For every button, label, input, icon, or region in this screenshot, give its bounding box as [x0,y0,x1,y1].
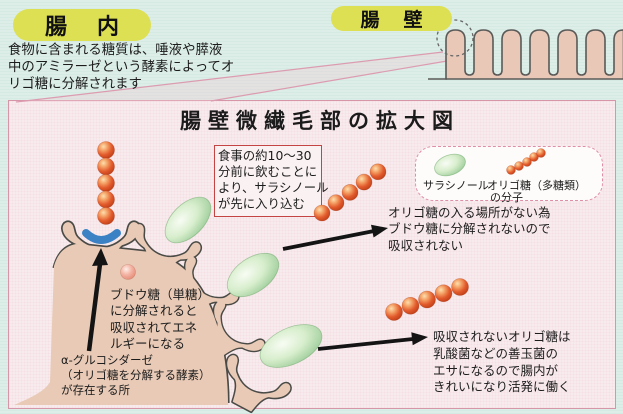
intestinal-wall-illustration [428,19,623,80]
bacteria-line: きれいになり活発に働く [433,379,571,395]
timing-note-line: より、サラシノール [218,179,329,195]
timing-note-text: 食事の約10〜30 分前に飲むことに より、サラシノール が先に入り込む [218,148,329,212]
bacteria-line: エサになるので腸内が [433,362,559,378]
villi-comb [445,29,623,80]
glucose-note: ブドウ糖（単糖） に分解されると 吸収されてエネ ルギーになる [110,287,210,352]
legend-oligo-label: オリゴ糖（多糖類） [487,179,586,192]
legend-oligo-label-2: の分子 [490,191,523,204]
bacteria-line: 乳酸菌などの善玉菌の [433,345,559,361]
enzyme-line: が存在する所 [61,383,130,398]
timing-note-box [214,145,322,217]
timing-note-line: 分前に飲むことに [218,163,318,179]
diagram-title: 腸壁微繊毛部の拡大図 [180,109,460,133]
intro-line: リゴ糖に分解されます [8,77,142,92]
glucose-line: ブドウ糖（単糖） [110,287,211,302]
enzyme-line: α-グルコシダーゼ [61,353,153,367]
timing-note-line: が先に入り込む [218,195,305,211]
no-entry-line: ブドウ糖に分解されないので [388,221,551,237]
no-entry-line: 吸収されない [388,237,464,253]
bacteria-line: 吸収されないオリゴ糖は [433,329,571,344]
legend-salacinol-label: サラシノール [423,179,489,192]
intestine-wall-heading: 腸壁 [331,6,452,31]
intestine-inside-heading: 腸内 [13,9,151,41]
glucose-line: に分解されると [110,303,198,319]
timing-note-line: 食事の約10〜30 [218,148,312,163]
intro-line: 食物に含まれる糖質は、唾液や膵液 [8,43,223,58]
glucose-line: ルギーになる [110,335,186,351]
good-bacteria-note: 吸収されないオリゴ糖は 乳酸菌などの善玉菌の エサになるので腸内が きれいになり… [433,329,571,396]
no-entry-line: オリゴ糖の入る場所がない為 [388,205,551,220]
intro-line: 中のアミラーゼという酵素によってオ [8,60,235,75]
glucose-line: 吸収されてエネ [110,319,198,335]
no-entry-note: オリゴ糖の入る場所がない為 ブドウ糖に分解されないので 吸収されない [388,205,551,254]
intro-paragraph: 食物に含まれる糖質は、唾液や膵液 中のアミラーゼという酵素によってオ リゴ糖に分… [8,42,234,93]
enzyme-line: （オリゴ糖を分解する酵素） [61,368,211,383]
enzyme-note: α-グルコシダーゼ （オリゴ糖を分解する酵素） が存在する所 [61,353,211,399]
